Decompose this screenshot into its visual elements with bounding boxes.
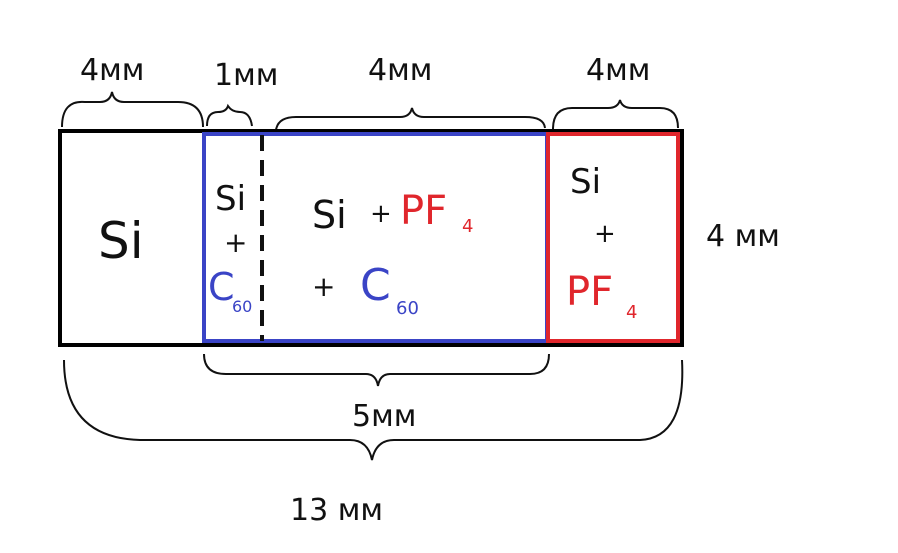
dim-label-top-1: 4мм	[80, 53, 144, 88]
region-mix-pf: PF	[400, 188, 447, 234]
brace-top-3	[275, 107, 546, 131]
outer-box	[58, 129, 684, 347]
dim-label-top-2: 1мм	[214, 58, 278, 93]
brace-top-4	[552, 99, 679, 130]
dim-label-right: 4 мм	[706, 219, 780, 254]
region-si-c60-sub: 60	[232, 297, 252, 316]
brace-bottom-total	[63, 359, 684, 461]
dim-label-bottom-total: 13 мм	[290, 493, 383, 528]
region-si-pf4-si: Si	[570, 162, 601, 202]
region-si-c60-plus: +	[224, 226, 247, 259]
region-si-pf4-sub: 4	[626, 302, 637, 323]
region-si-pf4-pf: PF	[566, 269, 613, 315]
brace-bottom-blue	[203, 353, 550, 387]
region-si-label: Si	[98, 212, 144, 270]
region-si-c60-c: C	[208, 265, 235, 309]
region-mix-plus1: +	[370, 199, 392, 229]
dim-label-bottom-blue: 5мм	[352, 399, 416, 434]
brace-top-2	[206, 103, 253, 127]
red-region	[546, 132, 680, 343]
dim-label-top-4: 4мм	[586, 53, 650, 88]
brace-top-1	[61, 91, 204, 128]
region-si-c60-si: Si	[215, 179, 246, 219]
region-mix-plus2: +	[312, 270, 335, 303]
region-mix-c-sub: 60	[396, 298, 419, 319]
region-mix-c: C	[360, 260, 391, 311]
region-mix-pf-sub: 4	[462, 216, 473, 237]
dim-label-top-3: 4мм	[368, 53, 432, 88]
region-si-pf4-plus: +	[594, 219, 616, 249]
region-mix-si: Si	[312, 193, 347, 237]
